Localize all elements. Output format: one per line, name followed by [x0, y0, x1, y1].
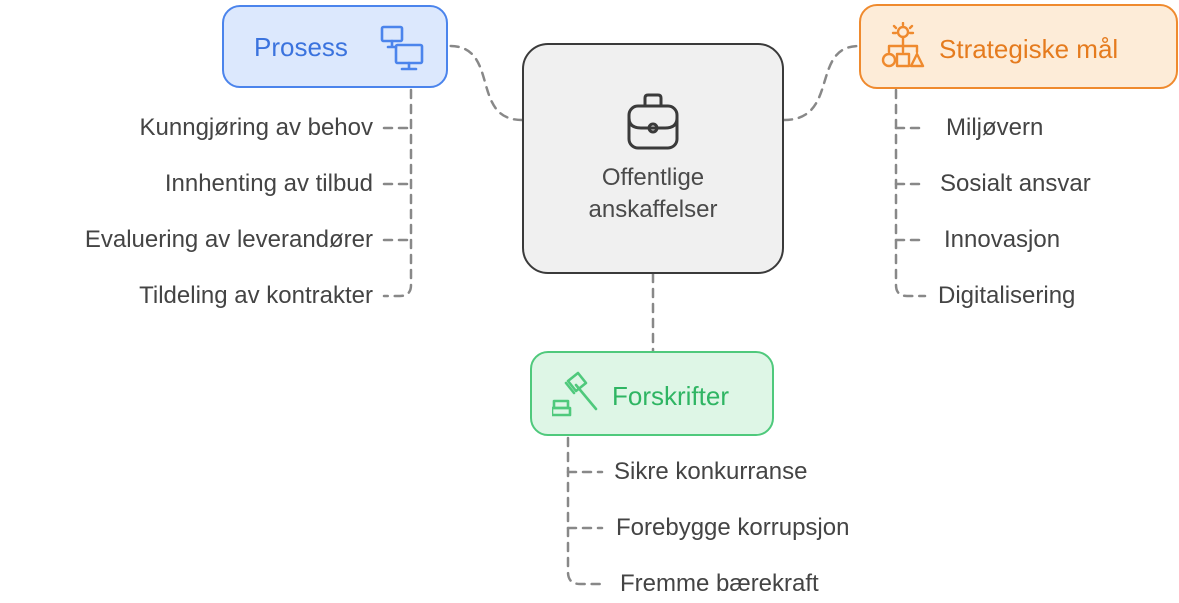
goals-icon	[881, 22, 925, 68]
forskrifter-item-3: Fremme bærekraft	[620, 570, 819, 597]
prosess-label: Prosess	[254, 32, 348, 62]
center-node[interactable]: Offentlige anskaffelser	[522, 43, 784, 274]
computers-icon	[380, 25, 424, 71]
prosess-item-3: Evaluering av leverandører	[84, 226, 373, 253]
strategiske-item-3: Innovasjon	[944, 226, 1061, 253]
prosess-item-2: Innhenting av tilbud	[164, 170, 373, 197]
strategiske-item-2: Sosialt ansvar	[940, 170, 1091, 197]
prosess-item-1: Kunngjøring av behov	[139, 114, 373, 141]
forskrifter-item-2: Forebygge korrupsjon	[616, 514, 850, 541]
forskrifter-label: Forskrifter	[612, 381, 729, 411]
center-title-line1: Offentlige	[601, 163, 705, 191]
strategiske-label: Strategiske mål	[939, 34, 1119, 64]
prosess-node[interactable]: Prosess	[222, 5, 448, 88]
briefcase-icon	[627, 93, 679, 149]
forskrifter-node[interactable]: Forskrifter	[530, 351, 774, 436]
center-title-line2: anskaffelser	[588, 195, 718, 223]
gavel-icon	[552, 371, 598, 417]
strategiske-item-4: Digitalisering	[938, 282, 1076, 309]
strategiske-item-1: Miljøvern	[946, 114, 1044, 141]
prosess-item-4: Tildeling av kontrakter	[139, 282, 373, 309]
strategiske-node[interactable]: Strategiske mål	[859, 4, 1178, 89]
center-title: Offentlige anskaffelser	[589, 162, 718, 226]
forskrifter-item-1: Sikre konkurranse	[614, 458, 808, 485]
